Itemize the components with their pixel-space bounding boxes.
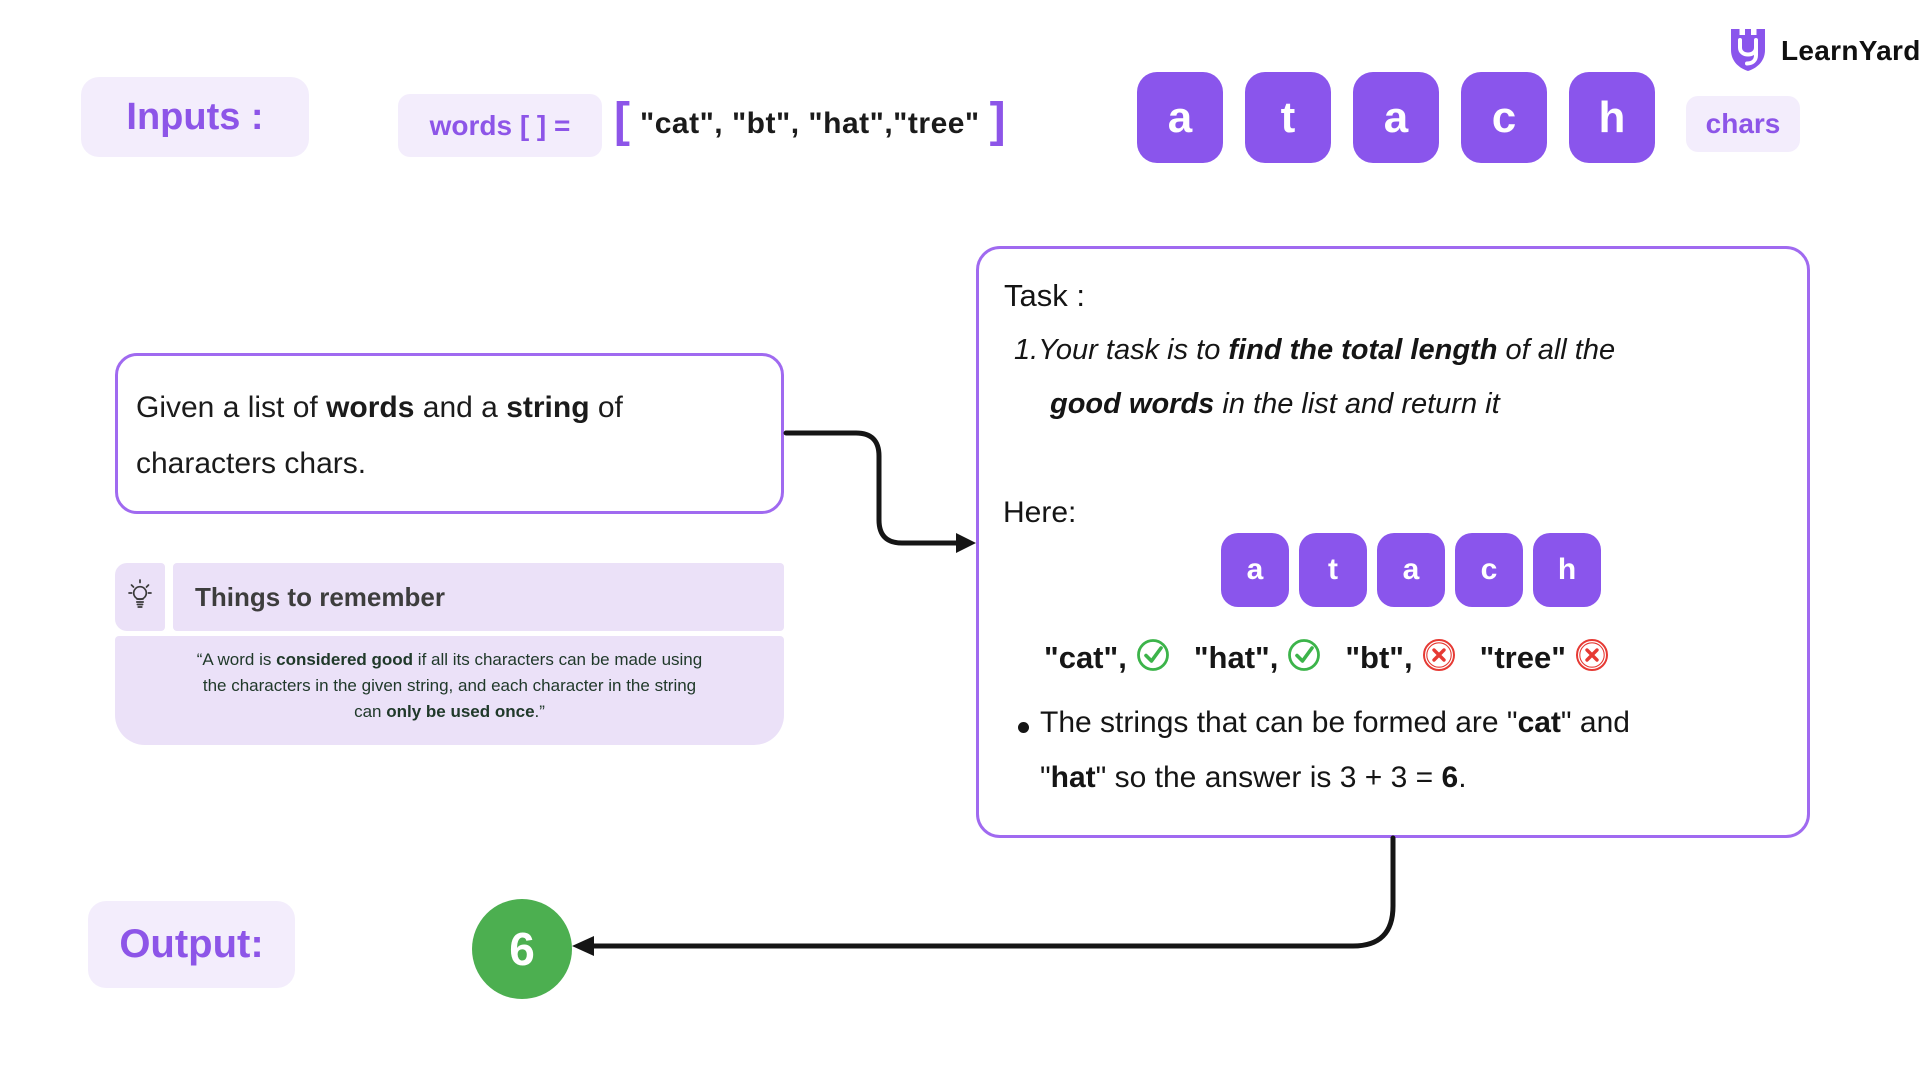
statement-to-task-arrowhead [956, 533, 976, 553]
statement-to-task-arrow [783, 430, 959, 546]
word-check-group: "bt", [1345, 636, 1457, 679]
chars-label: chars [1705, 108, 1781, 139]
output-value: 6 [509, 923, 535, 975]
words-array-value: [ "cat", "bt", "hat","tree" ] [614, 91, 1006, 157]
open-bracket: [ [614, 94, 630, 147]
note-line: “A word is considered good if all its ch… [196, 650, 703, 669]
statement-text: Given a list of [136, 391, 327, 424]
cross-icon [1420, 636, 1458, 679]
here-chars-tiles: a t a c h [1221, 533, 1601, 607]
statement-text: of characters chars. [136, 391, 623, 480]
char-tile-letter: a [1167, 92, 1193, 142]
char-tile-small: a [1221, 533, 1289, 607]
conclusion-line2: "hat" so the answer is 3 + 3 = 6. [1040, 761, 1467, 794]
things-to-remember-header: Things to remember [173, 563, 784, 631]
check-icon [1134, 636, 1172, 679]
word-check-group: "tree" [1480, 636, 1611, 679]
things-to-remember-title: Things to remember [195, 581, 445, 612]
chars-label-badge: chars [1686, 96, 1800, 152]
word-label: "bt", [1345, 639, 1413, 675]
task-to-output-arrowhead [572, 936, 594, 956]
chars-tiles: a t a c h [1137, 72, 1655, 163]
char-tile-small: a [1377, 533, 1445, 607]
statement-text: and a [414, 391, 507, 424]
brand-name: LearnYard [1781, 35, 1920, 66]
here-label: Here: [1003, 496, 1077, 529]
learnyard-shield-icon [1727, 26, 1769, 76]
task-to-output-arrow [591, 835, 1396, 949]
lightbulb-icon-box [115, 563, 165, 631]
brand-logo: LearnYard [1727, 26, 1920, 76]
word-validity-row: "cat", "hat", "bt", [1044, 636, 1611, 679]
char-tile-letter: t [1280, 92, 1296, 142]
check-icon [1285, 636, 1323, 679]
statement-bold: words [326, 391, 415, 424]
statement-bold: string [506, 391, 590, 424]
note-line: the characters in the given string, and … [202, 676, 697, 695]
task-item-line2: good words in the list and return it [1050, 388, 1500, 420]
char-tile-letter: h [1598, 92, 1626, 142]
words-array-items: "cat", "bt", "hat","tree" [639, 107, 980, 140]
conclusion-line1: The strings that can be formed are "cat"… [1040, 706, 1630, 739]
things-to-remember-note: “A word is considered good if all its ch… [115, 636, 784, 745]
task-title: Task : [1004, 278, 1085, 313]
char-tile-letter: c [1491, 92, 1517, 142]
char-tile-small: c [1455, 533, 1523, 607]
word-check-group: "cat", [1044, 636, 1172, 679]
task-item-number: 1. [1014, 334, 1039, 366]
word-label: "hat", [1193, 639, 1279, 675]
output-value-circle: 6 [472, 899, 572, 999]
word-label: "tree" [1479, 639, 1566, 675]
word-check-group: "hat", [1194, 636, 1324, 679]
close-bracket: ] [989, 94, 1006, 147]
char-tile: t [1245, 72, 1331, 163]
words-array-badge: words [ ] = [398, 94, 602, 157]
inputs-label: Inputs : [126, 95, 264, 138]
problem-statement-box: Given a list of words and a string of ch… [115, 353, 784, 514]
char-tile-small: h [1533, 533, 1601, 607]
word-label: "cat", [1044, 639, 1127, 675]
words-array-label: words [ ] = [429, 109, 571, 141]
char-tile-letter: a [1383, 92, 1409, 142]
char-tile-small: t [1299, 533, 1367, 607]
bullet-point [1018, 722, 1029, 733]
note-line: can only be used once.” [354, 702, 545, 721]
char-tile: h [1569, 72, 1655, 163]
char-tile: a [1353, 72, 1439, 163]
output-label: Output: [119, 922, 264, 966]
lightbulb-icon [124, 576, 156, 619]
task-item-line1: 1.Your task is to find the total length … [1014, 334, 1616, 366]
char-tile: a [1137, 72, 1223, 163]
char-tile: c [1461, 72, 1547, 163]
output-label-badge: Output: [88, 901, 295, 988]
cross-icon [1573, 636, 1611, 679]
inputs-label-badge: Inputs : [81, 77, 309, 157]
